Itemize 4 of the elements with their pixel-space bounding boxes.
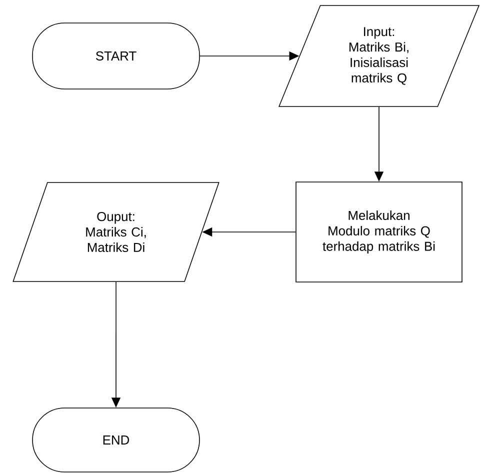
start-terminal: START [32,22,200,90]
end-terminal: END [32,408,200,472]
output-parallelogram: Ouput: Matriks Ci, Matriks Di [12,182,220,282]
process-box: Melakukan Modulo matriks Q terhadap matriks Bi [296,182,462,282]
